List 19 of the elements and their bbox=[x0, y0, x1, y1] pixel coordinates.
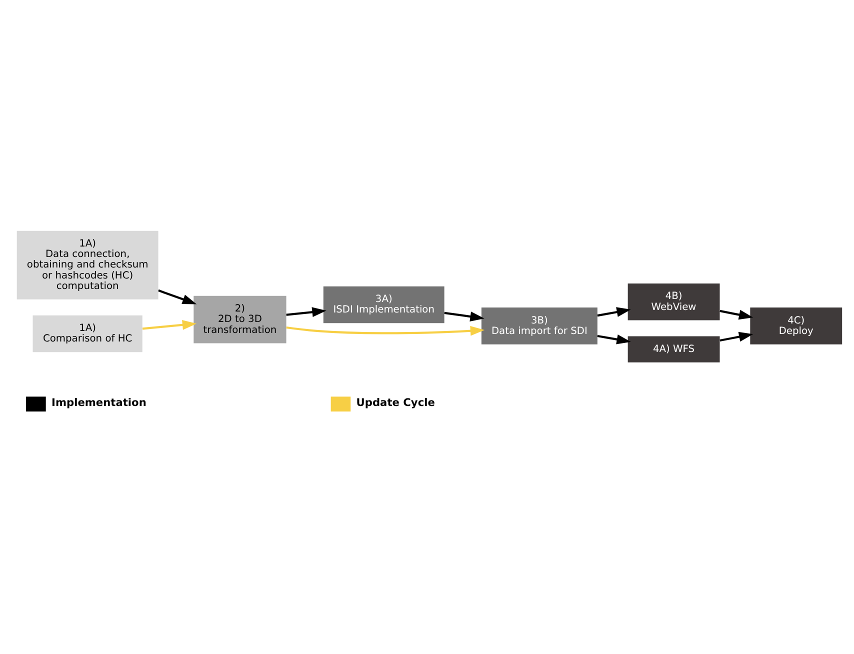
node-box: 1A) Comparison of HC bbox=[32, 315, 142, 352]
arrow bbox=[444, 312, 484, 322]
legend-label: Implementation bbox=[52, 396, 146, 409]
arrow bbox=[286, 307, 326, 318]
node-box: 3A) ISDI Implementation bbox=[323, 286, 444, 324]
arrow bbox=[142, 320, 197, 330]
node-box: 2) 2D to 3D transformation bbox=[194, 296, 286, 344]
node-box: 4C) Deploy bbox=[750, 308, 842, 344]
arrow bbox=[720, 332, 754, 342]
arrow bbox=[597, 334, 631, 344]
arrow bbox=[720, 310, 754, 320]
arrow bbox=[286, 326, 485, 336]
arrow bbox=[158, 289, 197, 304]
node-box: 3B) Data import for SDI bbox=[481, 308, 598, 344]
legend-label: Update Cycle bbox=[356, 396, 435, 409]
node-box: 1A) Data connection, obtaining and checksum or hashcodes (HC) computation bbox=[16, 230, 158, 300]
arrow bbox=[597, 307, 631, 317]
node-box: 4B) WebView bbox=[628, 284, 720, 320]
node-box: 4A) WFS bbox=[628, 336, 720, 362]
